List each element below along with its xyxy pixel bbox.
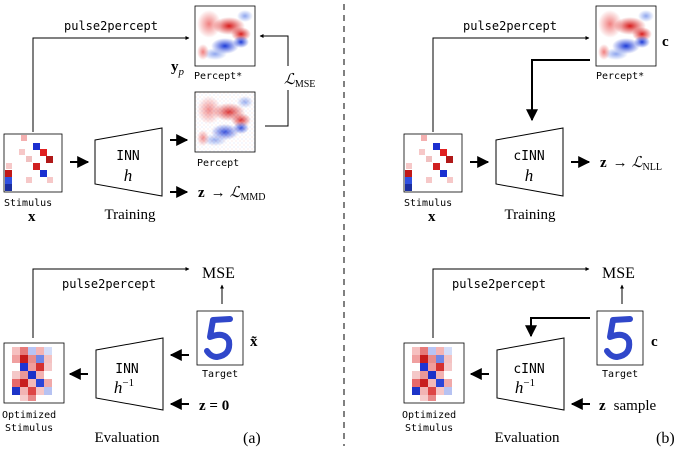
loss-mse-label-a: ℒMSE (284, 72, 315, 90)
mse-label-b: MSE (602, 265, 635, 282)
percept-image-a (194, 91, 256, 153)
pulse2percept-label-b-bottom: pulse2percept (452, 277, 546, 291)
stimulus-label-a: Stimulus (4, 198, 52, 209)
optimized-label-a-1: Optimized (2, 410, 56, 421)
cinn-label-b: cINN (513, 149, 544, 164)
pulse2percept-label-a-top: pulse2percept (64, 19, 158, 33)
stimulus-label-b: Stimulus (404, 198, 452, 209)
percept-star-label-b: Percept* (596, 71, 644, 82)
pulse2percept-arrow-b-top (432, 36, 590, 132)
pulse2percept-label-b-top: pulse2percept (463, 19, 557, 33)
percept-star-image-b (595, 5, 657, 67)
panel-a: pulse2percept yp Percept* Percept ℒMSE S… (2, 5, 332, 447)
panel-tag-a: (a) (243, 430, 261, 447)
optimized-stimulus-image-b (403, 342, 465, 404)
optimized-label-a-2: Stimulus (5, 423, 53, 434)
yp-label-a: yp (171, 59, 185, 78)
z-mmd-label-a: z→ℒMMD (198, 185, 266, 203)
h-label-b: h (525, 166, 534, 185)
percept-star-image-a (194, 5, 256, 67)
inn-block-a (94, 127, 163, 197)
c-label-b-bottom: c (651, 334, 658, 350)
target-image-b (597, 311, 643, 365)
target-label-b: Target (602, 369, 638, 380)
x-tilde-label-a: x̃ (250, 334, 258, 350)
cinn-block-b (495, 127, 564, 197)
mse-label-a: MSE (202, 265, 235, 282)
training-label-a: Training (104, 207, 156, 223)
pulse2percept-arrow-a-bottom (32, 267, 190, 338)
optimized-stimulus-image-a (3, 342, 65, 404)
h-label-a: h (124, 166, 133, 185)
optimized-label-b-1: Optimized (402, 410, 456, 421)
training-label-b: Training (504, 207, 556, 223)
stimulus-image-b (403, 133, 463, 193)
panel-tag-b: (b) (656, 430, 675, 447)
percept-star-label-a: Percept* (194, 71, 242, 82)
pulse2percept-label-a-bottom: pulse2percept (62, 277, 156, 291)
percept-label-a: Percept (197, 158, 239, 169)
optimized-label-b-2: Stimulus (405, 423, 453, 434)
evaluation-label-b: Evaluation (495, 430, 560, 446)
h-inverse-label-b: h−1 (515, 377, 535, 397)
c-label-b-top: c (662, 34, 669, 50)
h-inverse-label-a: h−1 (114, 377, 134, 397)
z-nll-label-b: z→ℒNLL (600, 155, 662, 173)
cinn-inverse-block-b (496, 337, 565, 411)
stimulus-image-a (3, 133, 63, 193)
cinn-label-b-eval: cINN (513, 362, 544, 377)
panel-b: pulse2percept c Percept* Stimulus x cINN… (402, 5, 675, 447)
x-label-b: x (428, 209, 436, 225)
target-image-a (197, 311, 243, 365)
x-label-a: x (28, 209, 36, 225)
pulse2percept-arrow-a-top (32, 36, 190, 132)
condition-arrow-b-top (526, 59, 590, 122)
evaluation-label-a: Evaluation (95, 430, 160, 446)
inn-inverse-block-a (95, 337, 164, 411)
target-label-a: Target (202, 369, 238, 380)
inn-label-a: INN (116, 149, 139, 164)
condition-arrow-b-bottom (525, 317, 590, 338)
pulse2percept-arrow-b-bottom (432, 267, 590, 338)
inn-label-a-eval: INN (115, 362, 138, 377)
z-zero-label-a: z = 0 (199, 398, 229, 414)
